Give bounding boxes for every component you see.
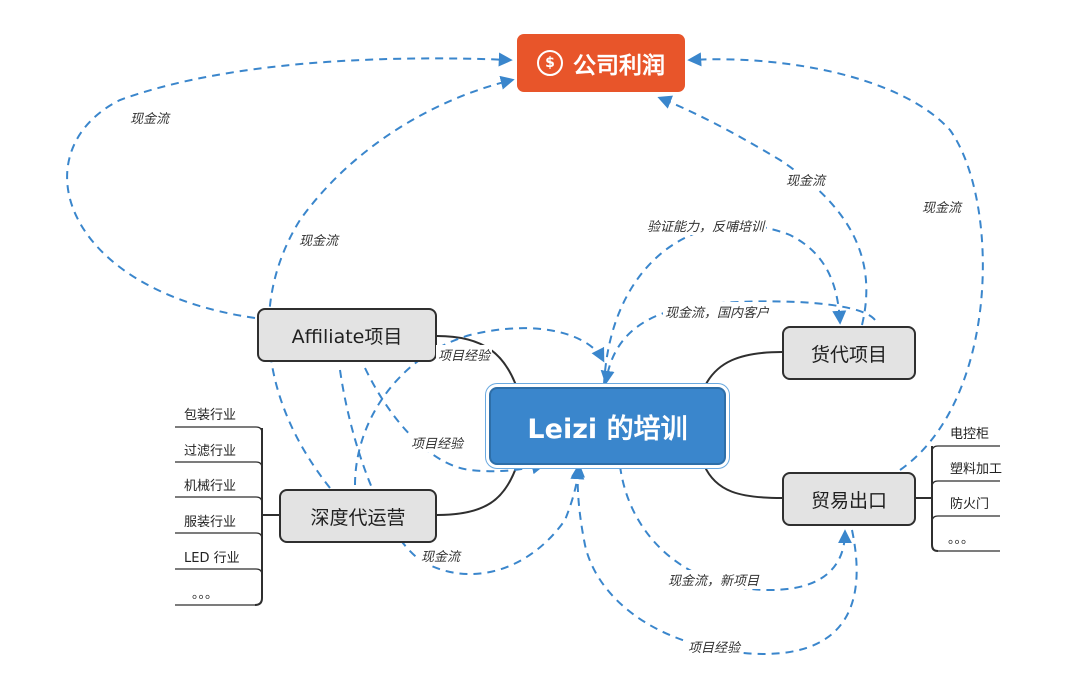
- label-shendu-center-exp: 项目经验: [436, 345, 493, 364]
- label-affiliate-center-exp: 项目经验: [409, 433, 466, 452]
- shendu-node[interactable]: 深度代运营: [279, 489, 437, 543]
- label-affiliate-profit: 现金流: [128, 108, 172, 127]
- arrow-shendu-center-exp: [354, 327, 605, 486]
- arrow-huodai-center: [600, 300, 876, 385]
- maoyi-child-0[interactable]: 电控柜: [950, 427, 990, 442]
- shendu-child-4[interactable]: LED 行业: [184, 551, 240, 566]
- huodai-label: 货代项目: [810, 343, 887, 366]
- branch-center-shendu: [436, 464, 518, 516]
- shendu-child-0[interactable]: 包装行业: [184, 408, 237, 423]
- affiliate-node[interactable]: Affiliate项目: [257, 308, 437, 362]
- shendu-leaf-underlines: [175, 426, 263, 606]
- dollar-coin-icon: $: [537, 50, 563, 76]
- maoyi-leaf-underlines: [931, 445, 1000, 552]
- maoyi-child-2[interactable]: 防火门: [950, 497, 990, 512]
- center-node[interactable]: Leizi 的培训: [489, 387, 726, 465]
- maoyi-child-1[interactable]: 塑料加工: [950, 462, 1003, 477]
- maoyi-node[interactable]: 贸易出口: [782, 472, 916, 526]
- branch-center-huodai: [703, 351, 783, 389]
- label-center-maoyi-cash: 现金流，新项目: [666, 570, 762, 589]
- label-maoyi-center-exp: 项目经验: [686, 637, 743, 656]
- solid-branches: [175, 335, 1000, 606]
- maoyi-leaf-bracket: [916, 446, 939, 552]
- arrow-shendu-center-cash: [339, 369, 586, 575]
- profit-node[interactable]: $ 公司利润: [517, 34, 685, 92]
- center-label: Leizi 的培训: [527, 413, 688, 445]
- arrow-shendu-profit: [267, 75, 515, 489]
- maoyi-label: 贸易出口: [810, 489, 887, 512]
- arrow-affiliate-profit: [66, 52, 513, 319]
- shendu-child-2[interactable]: 机械行业: [184, 479, 237, 494]
- shendu-child-3[interactable]: 服装行业: [184, 515, 237, 530]
- maoyi-child-3[interactable]: 。。。: [948, 532, 975, 547]
- profit-label: 公司利润: [573, 53, 665, 79]
- huodai-node[interactable]: 货代项目: [782, 326, 916, 380]
- label-center-huodai: 验证能力，反哺培训: [645, 216, 767, 235]
- branch-center-maoyi: [703, 464, 783, 499]
- shendu-child-5[interactable]: 。。。: [192, 587, 219, 602]
- arrow-huodai-profit: [657, 95, 868, 326]
- label-maoyi-profit: 现金流: [920, 197, 964, 216]
- label-shendu-center-cash: 现金流: [419, 546, 463, 565]
- shendu-leaf-bracket: [254, 428, 280, 606]
- arrow-affiliate-center-exp: [364, 367, 546, 475]
- affiliate-label: Affiliate项目: [291, 325, 403, 348]
- arrow-maoyi-profit: [687, 52, 984, 471]
- shendu-label: 深度代运营: [310, 506, 406, 529]
- shendu-child-1[interactable]: 过滤行业: [184, 444, 237, 459]
- label-huodai-profit: 现金流: [784, 170, 828, 189]
- label-huodai-center: 现金流，国内客户: [663, 302, 772, 321]
- arrow-center-maoyi-cash: [619, 465, 852, 592]
- label-shendu-profit: 现金流: [297, 230, 341, 249]
